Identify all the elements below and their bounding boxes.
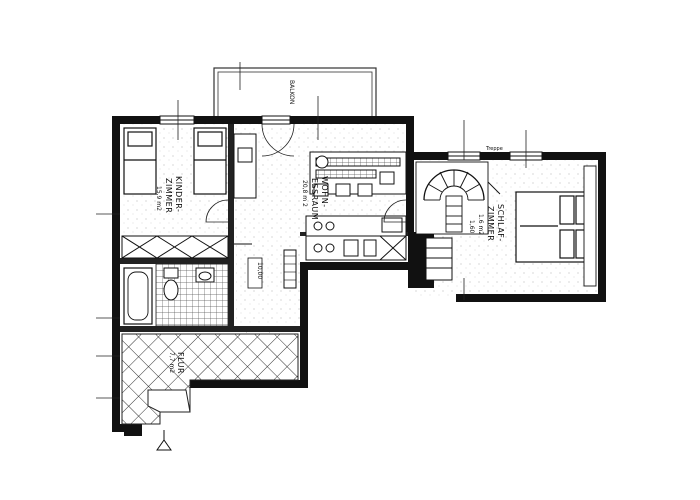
flur-area: 7,7 m2	[168, 352, 175, 373]
height-annotation: 1,60	[468, 220, 475, 234]
schlafzimmer-name-1: SCHLAF-	[496, 204, 505, 242]
schlafzimmer-area: 1.6 m2	[477, 214, 484, 235]
kitchen-counter	[305, 215, 407, 261]
bedroom-corridor-door	[383, 199, 407, 223]
hall-wardrobe	[233, 133, 257, 245]
entrance-arrow-icon	[156, 430, 172, 451]
kinderzimmer-area: 15,9 m2	[155, 186, 162, 211]
double-bed	[515, 191, 595, 263]
radiator	[283, 249, 297, 289]
dimension-lines	[96, 62, 527, 399]
flur-floor	[121, 328, 299, 425]
schlafzimmer-name-2: ZIMMER	[486, 206, 495, 241]
spiral-staircase	[415, 161, 501, 235]
balkon-label: BALKON	[288, 80, 295, 104]
kinderzimmer-name-2: ZIMMER	[164, 178, 173, 213]
wohnessraum-name-2: ESSRAUM	[310, 178, 319, 220]
kinderzimmer-beds	[123, 127, 227, 195]
kinderzimmer-wardrobe	[121, 235, 229, 259]
kinderzimmer-name-1: KINDER-	[174, 176, 183, 212]
stair-cabinet	[425, 237, 453, 281]
wohnessraum-area: 20,8 m 2	[301, 180, 308, 207]
wohnessraum-name-1: WOHN-	[320, 176, 329, 208]
kinderzimmer-door	[205, 199, 229, 223]
balcony-door	[261, 123, 295, 157]
bathroom	[123, 263, 229, 327]
dining-table	[309, 151, 407, 197]
hall-dimension: 10,00	[256, 262, 263, 279]
stair-note: Treppe	[485, 146, 503, 152]
flur-name: FLUR	[176, 352, 185, 374]
bedroom-wardrobe	[583, 165, 597, 287]
